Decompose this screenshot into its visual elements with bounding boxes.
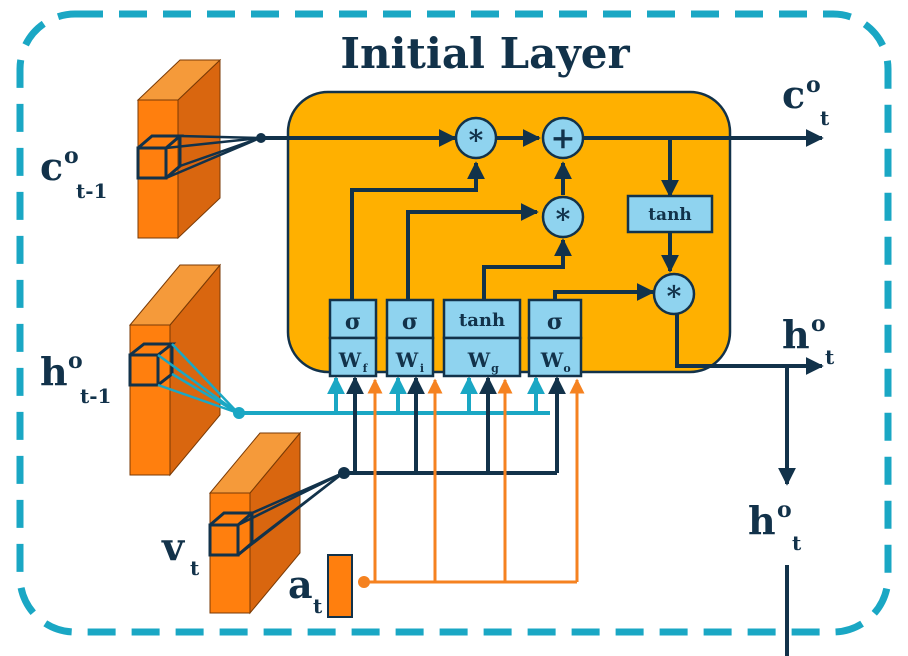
forget-gate-wire [350, 161, 485, 300]
svg-text:t-1: t-1 [80, 384, 111, 408]
svg-text:t: t [313, 594, 323, 618]
forget-gate-box: σ W f [328, 298, 378, 378]
hidden-state-receptive-lines [157, 343, 239, 415]
label-hidden-below: h o t [748, 497, 802, 555]
svg-text:o: o [806, 72, 821, 98]
label-hidden-out: h o t [782, 311, 835, 369]
cell-tanh-box: tanh [626, 194, 714, 234]
svg-text:f: f [363, 362, 369, 375]
svg-text:i: i [420, 362, 424, 375]
svg-text:h: h [40, 349, 68, 394]
hidden-input-bus [239, 376, 550, 415]
label-hidden-prev: h o t-1 [40, 348, 111, 408]
layer-title: Initial Layer [340, 29, 630, 78]
label-audio: a t [288, 562, 323, 618]
svg-text:+: + [550, 121, 575, 156]
svg-text:v: v [161, 524, 186, 569]
svg-text:*: * [667, 280, 682, 313]
input-gate-box: σ W i [385, 298, 435, 378]
svg-text:o: o [68, 348, 83, 374]
visual-input-bus [344, 376, 566, 475]
svg-text:c: c [782, 72, 805, 117]
output-gate-box: σ W o [527, 298, 583, 378]
svg-text:*: * [469, 124, 484, 157]
output-gate-wire [553, 283, 655, 301]
svg-text:o: o [777, 497, 792, 523]
svg-text:W: W [338, 348, 362, 372]
svg-text:W: W [467, 348, 491, 372]
audio-feature-block [327, 554, 353, 618]
svg-text:t-1: t-1 [76, 179, 107, 203]
svg-text:W: W [540, 348, 564, 372]
forget-multiply-node: * [454, 116, 498, 160]
svg-text:t: t [190, 556, 200, 580]
svg-text:W: W [395, 348, 419, 372]
label-visual: v t [161, 524, 200, 580]
input-gate-wire [406, 203, 539, 300]
svg-text:o: o [563, 362, 570, 375]
visual-receptive-lines [237, 471, 344, 556]
cell-state-receptive-lines [165, 134, 261, 180]
svg-text:c: c [40, 144, 63, 189]
svg-text:g: g [491, 362, 499, 375]
svg-text:h: h [748, 498, 776, 543]
svg-text:a: a [288, 562, 313, 607]
svg-text:σ: σ [547, 309, 563, 335]
svg-text:o: o [64, 143, 79, 169]
hidden-state-feature-block [128, 263, 222, 477]
input-multiply-node: * [541, 195, 585, 239]
visual-feature-block [208, 431, 302, 615]
label-cell-out: c o t [782, 72, 830, 130]
svg-text:o: o [811, 311, 826, 337]
svg-text:t: t [825, 345, 835, 369]
candidate-gate-wire [482, 238, 572, 300]
svg-text:t: t [820, 106, 830, 130]
hidden-out-wire [675, 312, 824, 375]
label-cell-prev: c o t-1 [40, 143, 107, 203]
svg-text:σ: σ [402, 309, 418, 335]
layer-frame [16, 10, 892, 636]
svg-text:h: h [782, 312, 810, 357]
svg-text:t: t [792, 531, 802, 555]
svg-text:σ: σ [345, 309, 361, 335]
output-multiply-node: * [652, 272, 696, 316]
svg-text:tanh: tanh [459, 310, 505, 331]
candidate-gate-box: tanh W g [442, 298, 522, 378]
cell-state-feature-block [136, 58, 222, 240]
cell-add-node: + [541, 116, 585, 160]
audio-input-bus [364, 378, 585, 584]
svg-text:*: * [556, 203, 571, 236]
svg-text:tanh: tanh [648, 205, 692, 225]
